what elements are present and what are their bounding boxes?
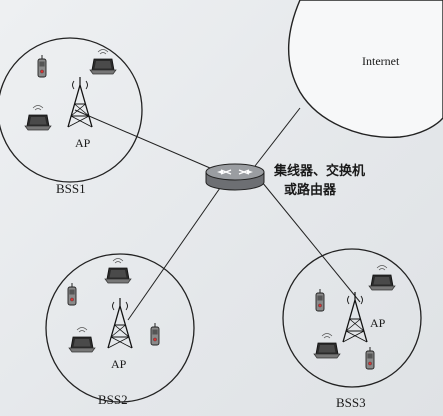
- laptop-icon: [104, 258, 132, 284]
- bss3-ap-label: AP: [370, 316, 386, 330]
- hub-label-line2: 或路由器: [284, 183, 337, 198]
- laptop-icon: [68, 327, 96, 353]
- laptop-icon: [368, 265, 396, 291]
- bss3-label: BSS3: [336, 395, 366, 410]
- mobile-phone-icon: [315, 288, 325, 312]
- mobile-phone-icon: [37, 54, 47, 78]
- link-internet: [254, 107, 301, 167]
- internet-cloud-icon: [288, 0, 443, 139]
- link-bss2-ap: [127, 187, 221, 321]
- bss1-ap-label: AP: [75, 136, 91, 150]
- bss3-boundary: [282, 248, 422, 388]
- mobile-phone-icon: [150, 322, 160, 346]
- antenna-tower-icon: [67, 76, 93, 128]
- bss2-boundary: [45, 253, 195, 403]
- laptop-icon: [89, 49, 117, 75]
- antenna-tower-icon: [107, 297, 133, 349]
- bss2-ap-label: AP: [111, 357, 127, 371]
- hub-label-line1: 集线器、交换机: [274, 164, 366, 179]
- bss2-label: BSS2: [98, 392, 128, 407]
- link-bss1-ap: [74, 109, 211, 169]
- laptop-icon: [313, 333, 341, 359]
- router-icon: [205, 163, 265, 191]
- bss1-label: BSS1: [56, 181, 86, 196]
- mobile-phone-icon: [67, 282, 77, 306]
- link-bss3-ap: [261, 181, 361, 303]
- bss1-boundary: [0, 37, 143, 183]
- internet-label: Internet: [362, 54, 400, 68]
- mobile-phone-icon: [365, 346, 375, 370]
- laptop-icon: [24, 105, 52, 131]
- antenna-tower-icon: [342, 291, 368, 343]
